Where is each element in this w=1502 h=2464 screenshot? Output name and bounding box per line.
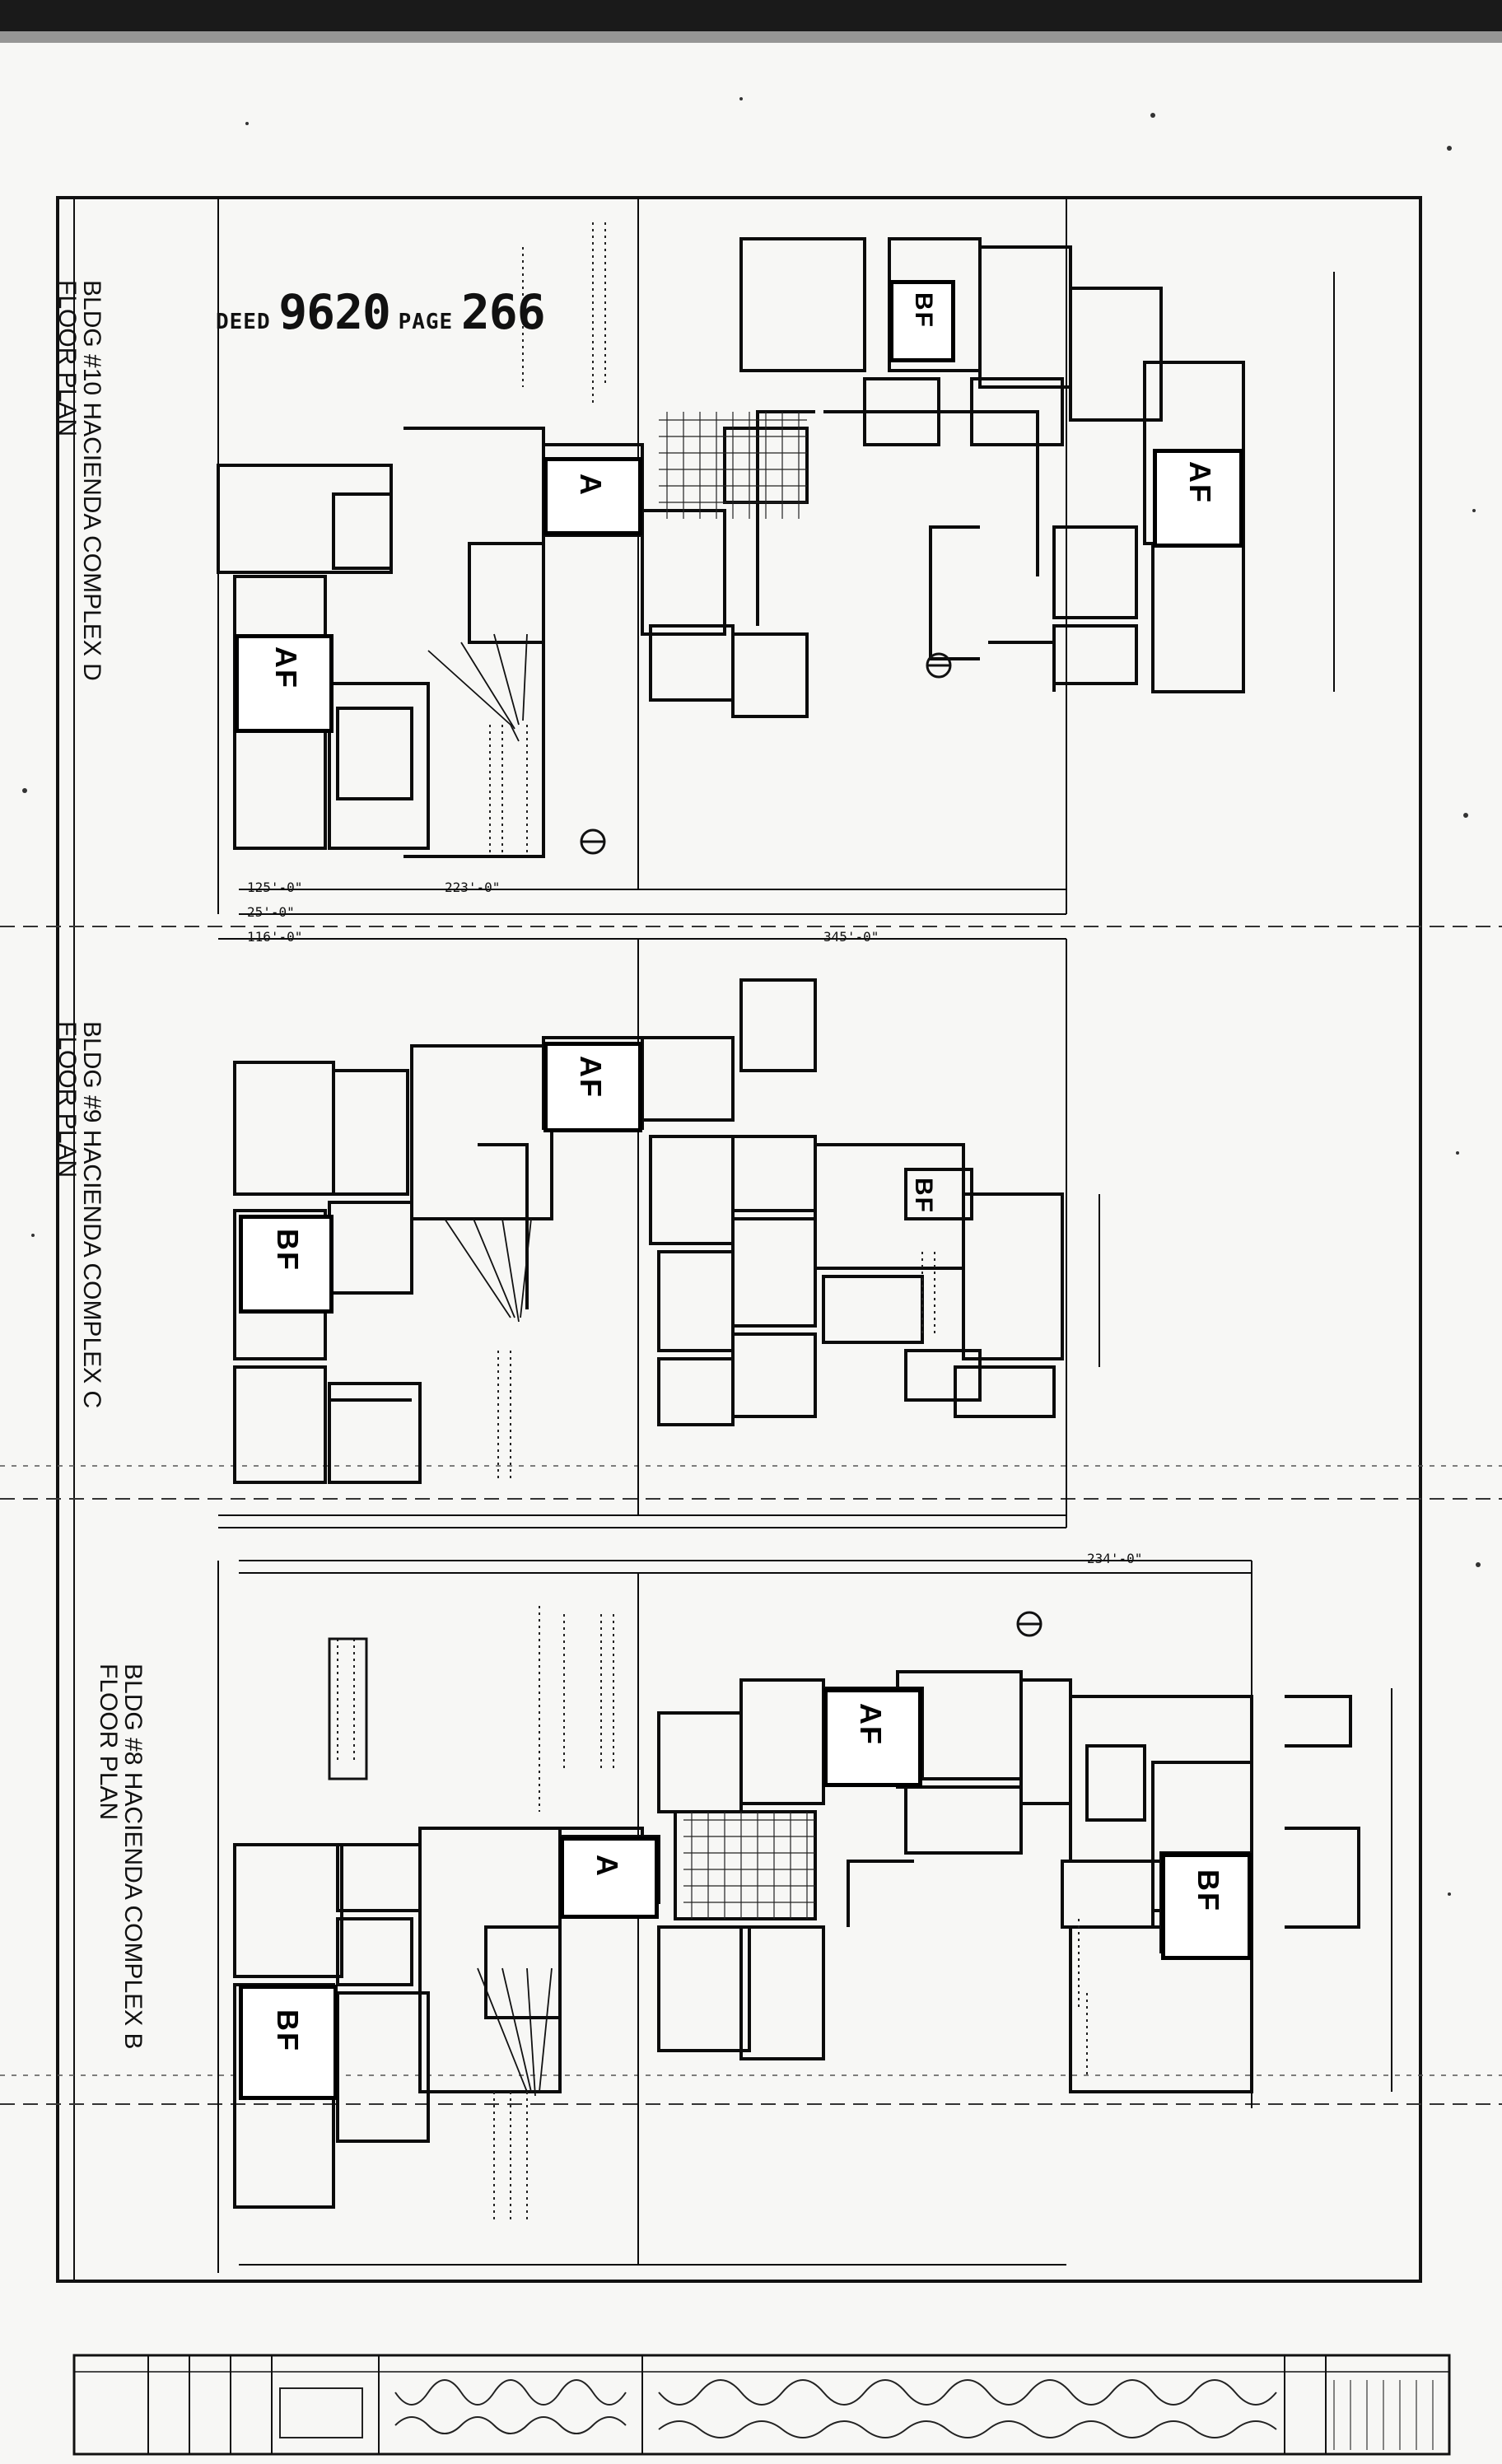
- plan-subtitle-3: FLOOR PLAN: [95, 1664, 122, 1821]
- unit-label: AF: [269, 646, 303, 689]
- unit-box: [823, 1688, 922, 1787]
- unit-label: A: [574, 474, 608, 497]
- page-number: 266: [460, 284, 546, 340]
- unit-box: [1161, 1853, 1252, 1960]
- unit-box: [239, 1985, 338, 2100]
- plan-title-3: BLDG #8 HACIENDA COMPLEX B: [119, 1664, 147, 2050]
- plan-subtitle-2: FLOOR PLAN: [54, 1021, 81, 1178]
- unit-box: [543, 457, 642, 535]
- dimension-label: 116'-0": [247, 929, 303, 945]
- unit-box: [560, 1836, 659, 1919]
- unit-label: BF: [271, 1229, 305, 1272]
- dimension-label: 234'-0": [1087, 1551, 1143, 1566]
- dimension-label: 345'-0": [823, 929, 879, 945]
- dimension-label: 223'-0": [445, 880, 501, 895]
- unit-label: BF: [910, 292, 937, 329]
- deed-prefix: DEED: [216, 310, 271, 334]
- plan-title-2: BLDG #9 HACIENDA COMPLEX C: [78, 1021, 105, 1409]
- dimension-label: 125'-0": [247, 880, 303, 895]
- unit-label: BF: [271, 2009, 305, 2052]
- deed-stamp: DEED 9620 PAGE 266: [216, 284, 546, 340]
- dimension-label: 25'-0": [247, 904, 295, 920]
- unit-label: AF: [1183, 461, 1217, 504]
- unit-box: [543, 1042, 642, 1132]
- unit-label: A: [590, 1855, 624, 1878]
- unit-box: [889, 280, 955, 362]
- unit-box: [239, 1215, 334, 1314]
- plan-subtitle-1: FLOOR PLAN: [54, 280, 81, 437]
- plan-title-1: BLDG #10 HACIENDA COMPLEX D: [78, 280, 105, 681]
- unit-box: [1153, 449, 1243, 548]
- deed-number: 9620: [278, 284, 391, 340]
- unit-label: AF: [854, 1703, 888, 1746]
- unit-label: BF: [1192, 1869, 1225, 1912]
- unit-label: BF: [910, 1178, 937, 1214]
- page-label: PAGE: [398, 310, 454, 334]
- unit-box: [235, 634, 334, 733]
- unit-label: AF: [574, 1056, 608, 1099]
